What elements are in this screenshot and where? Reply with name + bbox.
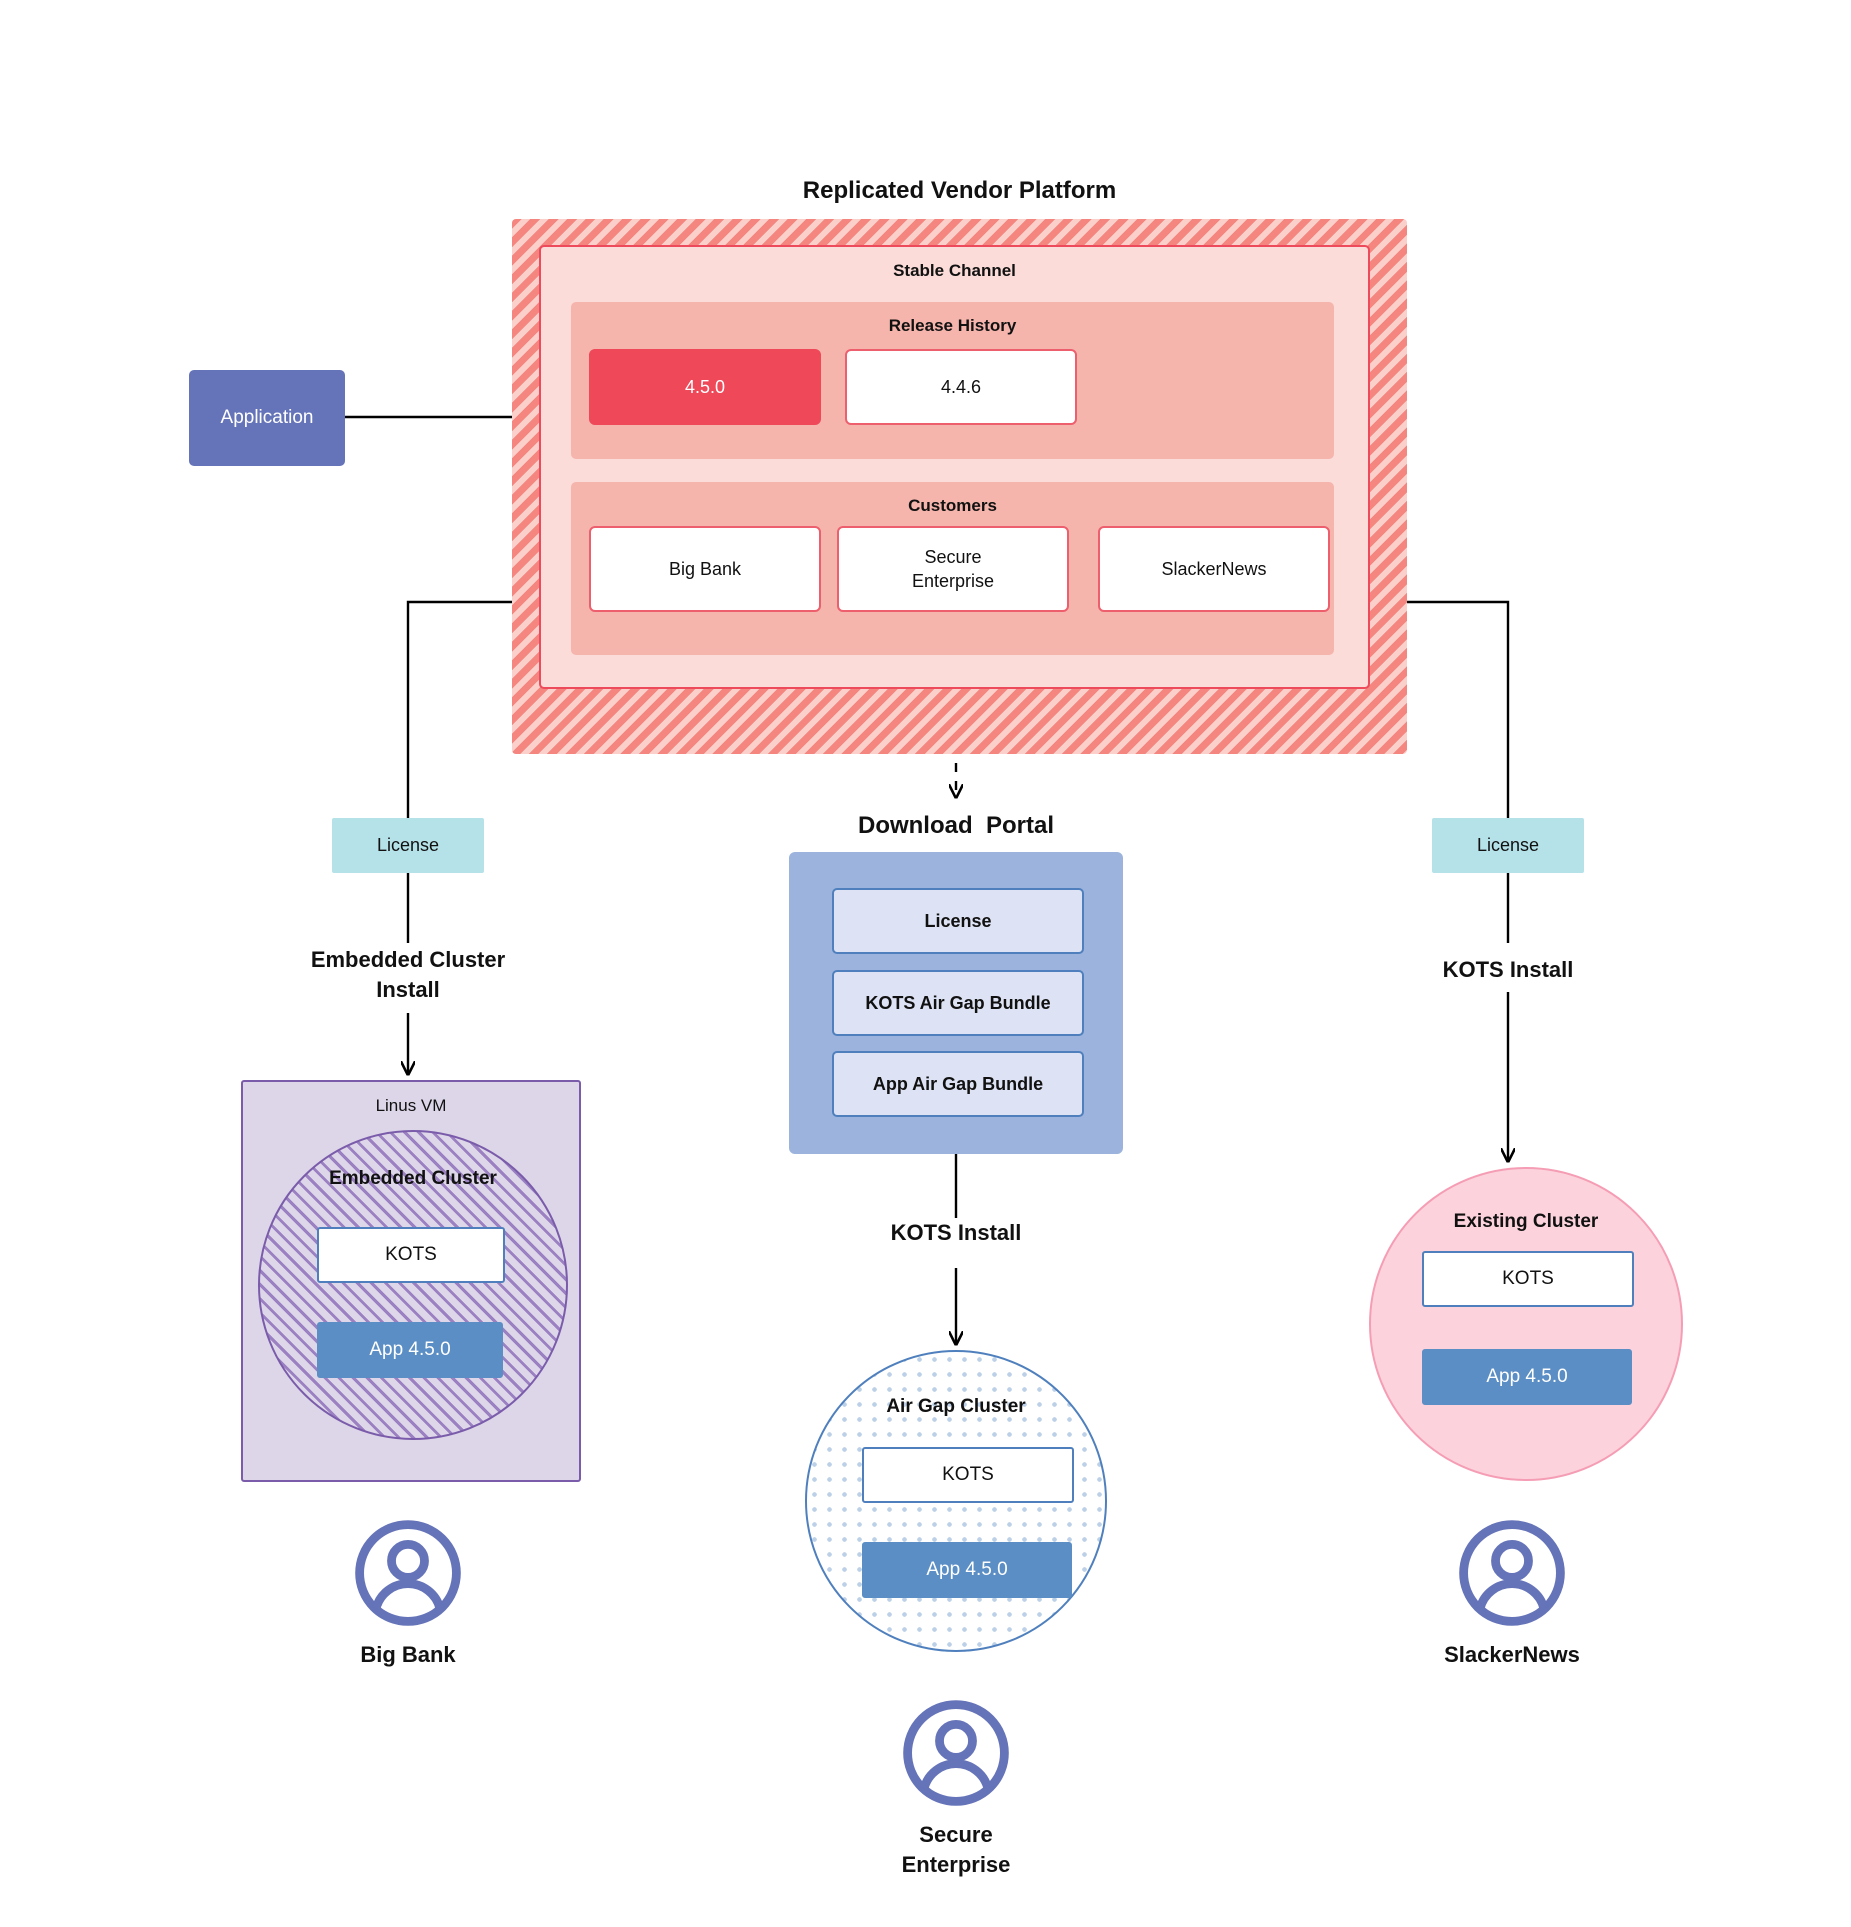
embedded-cluster-install-label: Embedded Cluster Install — [310, 947, 506, 1002]
app-version-label: App 4.5.0 — [369, 1339, 451, 1360]
kots-label: KOTS — [385, 1244, 437, 1265]
air-gap-cluster-title: Air Gap Cluster — [886, 1396, 1026, 1417]
customer-name-label: SlackerNews — [1161, 558, 1267, 579]
customer-name-label: Big Bank — [668, 558, 742, 579]
release-version-label: 4.5.0 — [684, 376, 726, 397]
user-icon — [355, 1520, 461, 1626]
persona-label-big-bank: Big Bank — [360, 1642, 456, 1667]
license-chip-left[interactable]: License — [332, 818, 484, 873]
existing-cluster-title: Existing Cluster — [1453, 1211, 1599, 1232]
download-portal-node: License KOTS Air Gap Bundle App Air Gap … — [789, 852, 1123, 1154]
page-title: Replicated Vendor Platform — [802, 177, 1117, 204]
release-item-previous[interactable]: 4.4.6 — [845, 349, 1077, 425]
portal-item-label: App Air Gap Bundle — [872, 1073, 1044, 1094]
release-history-heading: Release History — [888, 316, 1017, 335]
replicated-vendor-platform: Stable Channel Release History 4.5.0 4.4… — [512, 219, 1407, 754]
customer-name-label: Secure Enterprise — [911, 546, 995, 591]
linux-vm-node: Linus VM Embedded Cluster KOTS App 4.5.0 — [241, 1080, 581, 1482]
customers-container: Customers Big Bank Secure Enterprise Sla… — [571, 482, 1334, 655]
portal-item-label: KOTS Air Gap Bundle — [865, 992, 1051, 1013]
avatar-secure-enterprise — [901, 1698, 1011, 1813]
customer-card-big-bank[interactable]: Big Bank — [589, 526, 821, 612]
customers-heading: Customers — [908, 496, 997, 515]
user-icon — [1459, 1520, 1565, 1626]
persona-label-secure-enterprise: Secure Enterprise — [901, 1822, 1011, 1877]
stable-channel-container: Stable Channel Release History 4.5.0 4.4… — [539, 245, 1370, 689]
kots-node-existing[interactable]: KOTS — [1422, 1251, 1634, 1307]
application-node[interactable]: Application — [189, 370, 345, 466]
release-version-label: 4.4.6 — [940, 376, 982, 397]
app-node-existing[interactable]: App 4.5.0 — [1422, 1349, 1632, 1405]
kots-node-airgap[interactable]: KOTS — [862, 1447, 1074, 1503]
user-icon — [903, 1700, 1009, 1806]
air-gap-cluster-circle: Air Gap Cluster KOTS App 4.5.0 — [805, 1350, 1107, 1652]
portal-item-license[interactable]: License — [832, 888, 1084, 954]
application-label: Application — [220, 407, 314, 428]
release-item-current[interactable]: 4.5.0 — [589, 349, 821, 425]
portal-item-kots-air-gap-bundle[interactable]: KOTS Air Gap Bundle — [832, 970, 1084, 1036]
kots-node-embedded[interactable]: KOTS — [317, 1227, 505, 1283]
app-node-embedded[interactable]: App 4.5.0 — [317, 1322, 503, 1378]
app-version-label: App 4.5.0 — [1486, 1366, 1568, 1387]
app-node-airgap[interactable]: App 4.5.0 — [862, 1542, 1072, 1598]
kots-install-label-middle: KOTS Install — [890, 1220, 1022, 1245]
embedded-cluster-circle: Embedded Cluster KOTS App 4.5.0 — [258, 1130, 568, 1440]
kots-install-label-right: KOTS Install — [1442, 957, 1574, 982]
avatar-big-bank — [353, 1518, 463, 1633]
customer-card-slackernews[interactable]: SlackerNews — [1098, 526, 1330, 612]
avatar-slackernews — [1457, 1518, 1567, 1633]
linux-vm-title: Linus VM — [375, 1096, 447, 1115]
existing-cluster-circle: Existing Cluster KOTS App 4.5.0 — [1369, 1167, 1683, 1481]
portal-item-label: License — [924, 910, 992, 931]
app-version-label: App 4.5.0 — [926, 1559, 1008, 1580]
customer-card-secure-enterprise[interactable]: Secure Enterprise — [837, 526, 1069, 612]
persona-label-slackernews: SlackerNews — [1444, 1642, 1580, 1667]
stable-channel-heading: Stable Channel — [893, 261, 1016, 280]
download-portal-title: Download Portal — [857, 812, 1054, 839]
license-chip-label: License — [376, 835, 440, 855]
embedded-cluster-title: Embedded Cluster — [329, 1168, 497, 1189]
portal-item-app-air-gap-bundle[interactable]: App Air Gap Bundle — [832, 1051, 1084, 1117]
license-chip-right[interactable]: License — [1432, 818, 1584, 873]
kots-label: KOTS — [942, 1464, 994, 1485]
kots-label: KOTS — [1502, 1268, 1554, 1289]
license-chip-label: License — [1476, 835, 1540, 855]
release-history-container: Release History 4.5.0 4.4.6 — [571, 302, 1334, 459]
